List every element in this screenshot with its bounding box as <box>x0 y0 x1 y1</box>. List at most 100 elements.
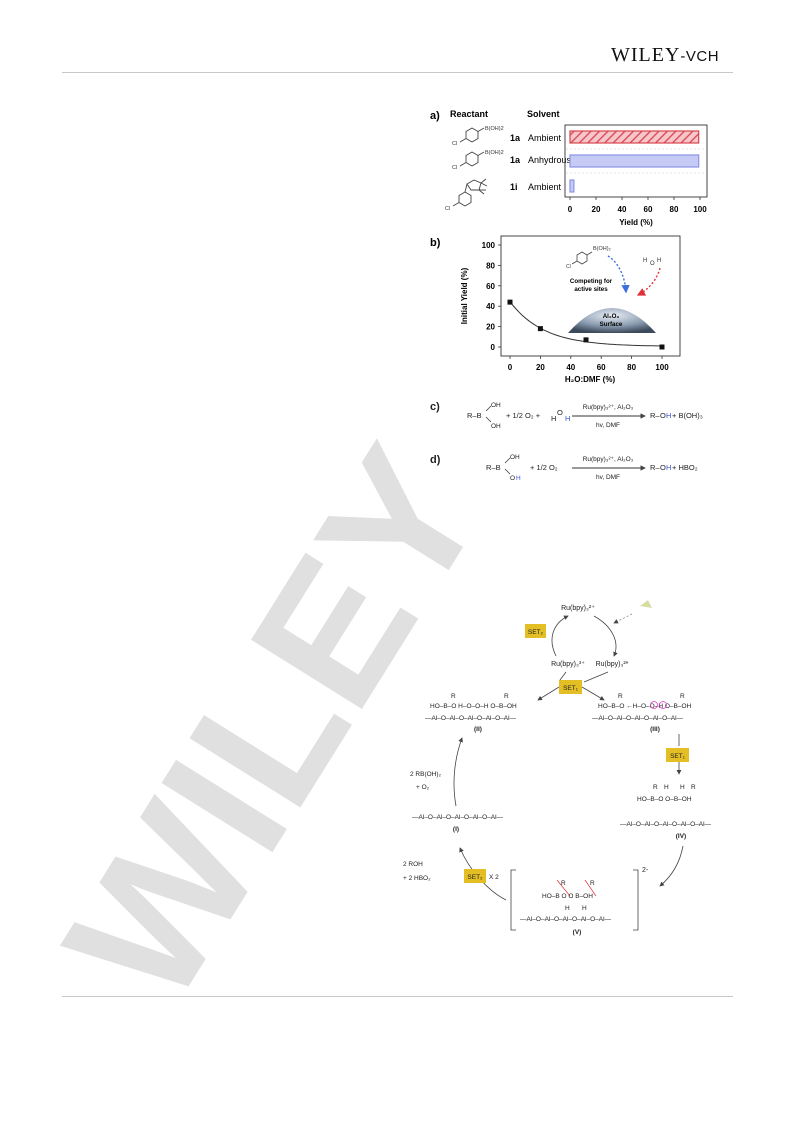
molecule-1i <box>452 178 488 207</box>
bar-1 <box>569 130 700 144</box>
svg-text:Al₂O₃: Al₂O₃ <box>603 313 620 320</box>
svg-text:B(OH)2: B(OH)2 <box>485 126 504 132</box>
row1-reactant: 1a <box>510 133 521 143</box>
svg-text:Cl: Cl <box>452 141 457 147</box>
svg-text:H: H <box>643 258 647 264</box>
scatter-frame <box>500 235 681 357</box>
svg-text:R–: R– <box>650 463 660 472</box>
svg-text:—Al–O–Al–O–Al–O–Al–O–Al—: —Al–O–Al–O–Al–O–Al–O–Al— <box>412 814 504 821</box>
bar-chart-frame <box>564 124 708 198</box>
svg-text:+ 2 HBO₂: + 2 HBO₂ <box>403 875 431 882</box>
svg-text:H: H <box>565 905 570 912</box>
bar-tick-label: 0 <box>568 205 573 214</box>
inset-sites: active sites <box>574 286 608 293</box>
svg-text:OH: OH <box>491 402 501 409</box>
scatter-ytick: 100 <box>482 241 496 250</box>
panel-a: a) Reactant Solvent B(OH)2 Cl 1a Ambient… <box>430 109 708 227</box>
svg-text:—Al–O–Al–O–Al–O–Al–O–Al—: —Al–O–Al–O–Al–O–Al–O–Al— <box>425 715 517 722</box>
svg-text:R–B: R–B <box>486 463 501 472</box>
row3-solvent: Ambient <box>528 182 562 192</box>
svg-text:(IV): (IV) <box>676 833 686 840</box>
svg-text:R: R <box>691 784 696 791</box>
footer-rule <box>62 996 733 997</box>
svg-text:Ru(bpy)₃²⁺, Al₂O₃: Ru(bpy)₃²⁺, Al₂O₃ <box>583 456 634 463</box>
svg-text:2 ROH: 2 ROH <box>403 861 423 868</box>
molecule-1a-anhydrous <box>459 151 485 167</box>
inset-competing: Competing for <box>570 278 613 285</box>
row1-solvent: Ambient <box>528 133 562 143</box>
col-reactant: Reactant <box>450 109 488 119</box>
al2o3-surface <box>568 308 656 333</box>
svg-text:HO–B–O H–O–O–H O–B–OH: HO–B–O H–O–O–H O–B–OH <box>430 703 517 710</box>
svg-text:+ O₂: + O₂ <box>416 784 430 791</box>
svg-text:Cl: Cl <box>452 165 457 171</box>
bar-tick-label: 80 <box>670 205 679 214</box>
svg-text:O: O <box>557 408 563 417</box>
scatter-ytick: 20 <box>486 323 495 332</box>
scatter-ytick: 40 <box>486 302 495 311</box>
scatter-xtick: 40 <box>566 363 575 372</box>
svg-text:B(OH)2: B(OH)2 <box>485 150 504 156</box>
svg-text:hv, DMF: hv, DMF <box>596 474 620 481</box>
svg-text:H: H <box>664 784 669 791</box>
svg-text:+ 1/2 O₂ +: + 1/2 O₂ + <box>506 411 541 420</box>
light-icon <box>613 600 652 624</box>
svg-text:2 RB(OH)₂: 2 RB(OH)₂ <box>410 771 442 778</box>
bar-3 <box>569 179 575 193</box>
svg-text:B(OH)₂: B(OH)₂ <box>593 246 611 252</box>
svg-text:H: H <box>680 784 685 791</box>
svg-text:HO–B O O B–OH: HO–B O O B–OH <box>542 893 593 900</box>
scatter-ylabel: Initial Yield (%) <box>460 267 469 324</box>
row2-solvent: Anhydrous <box>528 155 572 165</box>
panel-c-label: c) <box>430 401 440 413</box>
set1-box-right <box>666 748 689 762</box>
scatter-xtick: 20 <box>536 363 545 372</box>
set2-box-bottom <box>464 869 486 883</box>
svg-text:O: O <box>660 411 666 420</box>
svg-text:SET₂: SET₂ <box>467 874 483 881</box>
scatter-point <box>507 299 513 305</box>
header-rule <box>62 72 733 73</box>
svg-text:+ 1/2 O₂: + 1/2 O₂ <box>530 463 558 472</box>
svg-text:Cl: Cl <box>566 264 571 270</box>
svg-text:H: H <box>565 414 570 423</box>
structure-III: R R HO–B–O ←H–O–O–H O–B–OH —Al–O–Al–O–Al… <box>592 693 692 733</box>
svg-text:HO–B–O O–B–OH: HO–B–O O–B–OH <box>637 796 692 803</box>
svg-text:R–B: R–B <box>467 411 482 420</box>
scatter-series <box>507 299 665 350</box>
svg-text:H: H <box>582 905 587 912</box>
red-dashed-arrow <box>636 267 661 296</box>
panel-b-label: b) <box>430 237 441 249</box>
svg-text:OH: OH <box>510 454 520 461</box>
svg-text:OH: OH <box>491 423 501 430</box>
scatter-xlabel: H₂O:DMF (%) <box>565 375 616 384</box>
svg-text:—Al–O–Al–O–Al–O–Al–O–Al—: —Al–O–Al–O–Al–O–Al–O–Al— <box>592 715 684 722</box>
scatter-ytick: 0 <box>491 343 496 352</box>
svg-text:(II): (II) <box>474 726 482 733</box>
svg-text:O: O <box>660 463 666 472</box>
svg-text:O: O <box>510 475 515 482</box>
structure-I: —Al–O–Al–O–Al–O–Al–O–Al— (I) <box>412 814 504 833</box>
svg-text:Ru(bpy)₃³⁺: Ru(bpy)₃³⁺ <box>551 661 585 668</box>
scatter-point <box>583 337 589 343</box>
svg-text:R: R <box>680 693 685 700</box>
svg-text:H: H <box>551 414 556 423</box>
svg-text:SET₁: SET₁ <box>563 685 579 692</box>
svg-text:R: R <box>561 880 566 887</box>
scatter-xtick: 100 <box>655 363 669 372</box>
svg-text:Ru(bpy)₃²⁺: Ru(bpy)₃²⁺ <box>561 605 595 612</box>
panel-a-label: a) <box>430 110 440 122</box>
wiley-vch-logo: WILEY-VCH <box>611 44 720 66</box>
svg-text:Ru(bpy)₃²⁺, Al₂O₃: Ru(bpy)₃²⁺, Al₂O₃ <box>583 404 634 411</box>
panel-c: c) R–B OH OH + 1/2 O₂ + H O H Ru(bpy)₃²⁺… <box>430 401 703 430</box>
bar-xlabel: Yield (%) <box>619 218 653 227</box>
structure-IV: R H H R HO–B–O O–B–OH —Al–O–Al–O–Al–O–Al… <box>620 784 712 840</box>
panel-d-label: d) <box>430 454 441 466</box>
svg-text:Cl: Cl <box>445 206 450 212</box>
svg-text:HO–B–O ←H–O–O–H O–B–OH: HO–B–O ←H–O–O–H O–B–OH <box>598 703 692 710</box>
panel-d: d) R–B OH O H + 1/2 O₂ Ru(bpy)₃²⁺, Al₂O₃… <box>430 454 698 482</box>
scatter-point <box>537 326 543 332</box>
